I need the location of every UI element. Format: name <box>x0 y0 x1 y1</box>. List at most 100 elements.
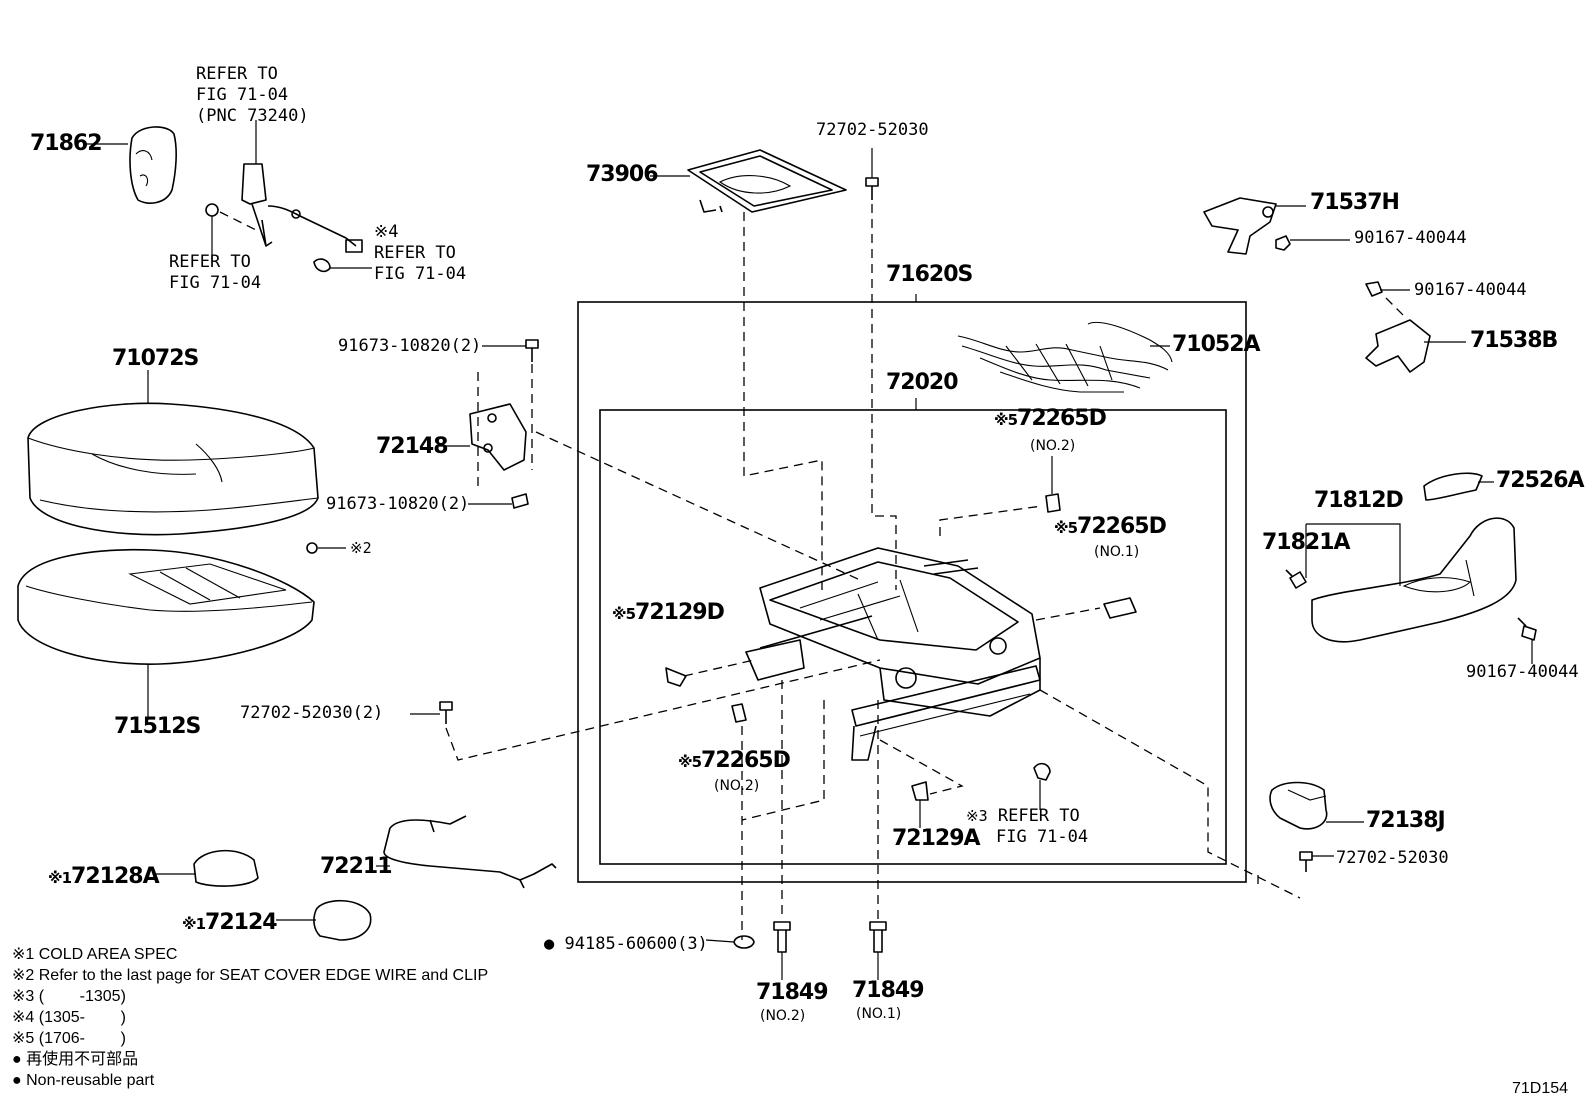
label-71537h: 71537H <box>1310 190 1400 215</box>
label-71512s: 71512S <box>114 714 201 739</box>
label-no2: (NO.2) <box>760 1008 806 1024</box>
part-72020-frame <box>745 547 1041 761</box>
note-date-4: ※4 (1305- ) <box>12 1009 126 1026</box>
part-clip-refer-3 <box>1033 762 1051 781</box>
label-72702-left: 72702-52030(2) <box>240 703 384 723</box>
assembly-dashed-lines <box>445 204 1301 940</box>
part-71512s-pad <box>17 548 315 665</box>
part-72148-bracket <box>469 339 539 509</box>
part-ring-clip <box>306 542 318 554</box>
label-note-mark-5: ※5 <box>612 605 636 623</box>
label-72129a: 72129A <box>892 826 981 851</box>
label-72702-top: 72702-52030 <box>816 120 929 140</box>
part-bolt-72702-top <box>865 177 879 200</box>
label-refer-line-3: (PNC 73240) <box>196 106 309 126</box>
note-cold-area: ※1 COLD AREA SPEC <box>12 946 178 963</box>
label-note-mark-3: ※3 <box>966 807 988 825</box>
part-72128a-cover <box>193 849 259 887</box>
label-72526a: 72526A <box>1496 468 1585 493</box>
label-72265d-no2-top: ※572265D <box>994 406 1107 431</box>
label-72702-right: 72702-52030 <box>1336 848 1449 868</box>
label-note-mark-1: ※1 <box>182 915 206 933</box>
label-refer-fig-clip: ※3 REFER TO FIG 71-04 <box>966 806 1088 848</box>
label-note-mark-1: ※1 <box>48 869 72 887</box>
assembly-box-71620s <box>577 301 1247 883</box>
label-72148: 72148 <box>376 434 449 459</box>
label-refer-line-2: FIG 71-04 <box>169 273 262 293</box>
label-90167-lower: 90167-40044 <box>1466 662 1579 682</box>
label-71620s: 71620S <box>886 262 973 287</box>
part-71812d-shield <box>1311 517 1517 643</box>
part-clip-72129a <box>911 781 929 801</box>
part-72526a-knob <box>1423 472 1483 501</box>
label-no2: (NO.2) <box>714 778 760 794</box>
label-72124-number: 72124 <box>205 910 278 935</box>
label-72129d: ※572129D <box>612 600 725 625</box>
part-bolt-72702-right <box>1299 851 1313 872</box>
label-refer-fig-anchor: REFER TO FIG 71-04 <box>169 252 261 294</box>
label-71812d: 71812D <box>1314 488 1404 513</box>
label-refer-text: REFER TO <box>997 806 1080 826</box>
non-reusable-mark: ● <box>544 934 555 954</box>
label-72020: 72020 <box>886 370 959 395</box>
label-71072s: 71072S <box>112 346 199 371</box>
label-71862: 71862 <box>30 131 103 156</box>
label-71538b: 71538B <box>1470 328 1558 353</box>
part-bolt-90167-lower <box>1517 617 1537 641</box>
part-71052a-spring <box>957 321 1173 393</box>
figure-id: 71D154 <box>1512 1080 1569 1097</box>
part-71072s-cover <box>27 402 319 536</box>
part-73906-frame <box>687 149 847 213</box>
label-72265d: 72265D <box>701 748 791 773</box>
label-72265d: 72265D <box>1017 406 1107 431</box>
note-date-5: ※5 (1706- ) <box>12 1030 126 1047</box>
label-72124: ※172124 <box>182 910 278 935</box>
part-clip-72129d <box>665 667 687 687</box>
label-72128a: ※172128A <box>48 866 160 889</box>
label-94185-number: 94185-60600(3) <box>564 934 708 954</box>
label-71849-no2: 71849 <box>756 980 829 1005</box>
part-71862-cover <box>129 126 177 204</box>
label-72129d-number: 72129D <box>635 600 725 625</box>
label-refer-line-2: FIG 71-04 <box>996 827 1089 847</box>
label-note-mark-4: ※4 <box>374 222 399 242</box>
label-72265d-no1: ※572265D <box>1054 514 1167 539</box>
label-72211: 72211 <box>320 854 393 879</box>
part-bolt-72702-left <box>439 701 453 724</box>
label-no1: (NO.1) <box>856 1006 902 1022</box>
part-72211-wire <box>383 815 557 889</box>
label-no2: (NO.2) <box>1030 438 1076 454</box>
label-refer-line-1: REFER TO <box>196 64 278 84</box>
note-date-3: ※3 ( -1305) <box>12 988 126 1005</box>
part-clip-72265d-no2-bottom <box>731 703 747 723</box>
label-refer-line-2: FIG 71-04 <box>196 85 289 105</box>
label-71052a: 71052A <box>1172 332 1261 357</box>
part-71537h-bracket <box>1203 197 1291 255</box>
label-94185: ● 94185-60600(3) <box>544 934 708 955</box>
part-clip-72265d-no2-top <box>1045 493 1061 513</box>
label-note-mark-5: ※5 <box>1054 519 1078 537</box>
part-72124-cover <box>313 900 372 941</box>
label-91673-lower: 91673-10820(2) <box>326 494 470 514</box>
label-72265d: 72265D <box>1077 514 1167 539</box>
label-note-mark-5: ※5 <box>994 411 1018 429</box>
part-72138j-cover <box>1269 781 1328 830</box>
label-71821a: 71821A <box>1262 530 1351 555</box>
leader-lines <box>86 120 1533 980</box>
part-bolt-71849-no2 <box>773 921 791 953</box>
label-refer-line-1: REFER TO <box>374 243 456 263</box>
label-refer-line-1: REFER TO <box>169 252 251 272</box>
notes-legend: ※1 COLD AREA SPEC ※2 Refer to the last p… <box>12 944 488 1091</box>
note-edge-wire: ※2 Refer to the last page for SEAT COVER… <box>12 967 489 984</box>
label-72265d-no2-bottom: ※572265D <box>678 748 791 773</box>
note-non-reusable-jp: ● 再使用不可部品 <box>12 1051 139 1068</box>
note-non-reusable-en: ● Non-reusable part <box>12 1072 155 1089</box>
part-bolt-71849-no1 <box>869 921 887 953</box>
label-73906: 73906 <box>586 162 659 187</box>
label-no1: (NO.1) <box>1094 544 1140 560</box>
assembly-box-72020 <box>599 409 1227 865</box>
label-note-mark-5: ※5 <box>678 753 702 771</box>
label-refer-fig-buckle: REFER TO FIG 71-04 (PNC 73240) <box>196 64 309 127</box>
